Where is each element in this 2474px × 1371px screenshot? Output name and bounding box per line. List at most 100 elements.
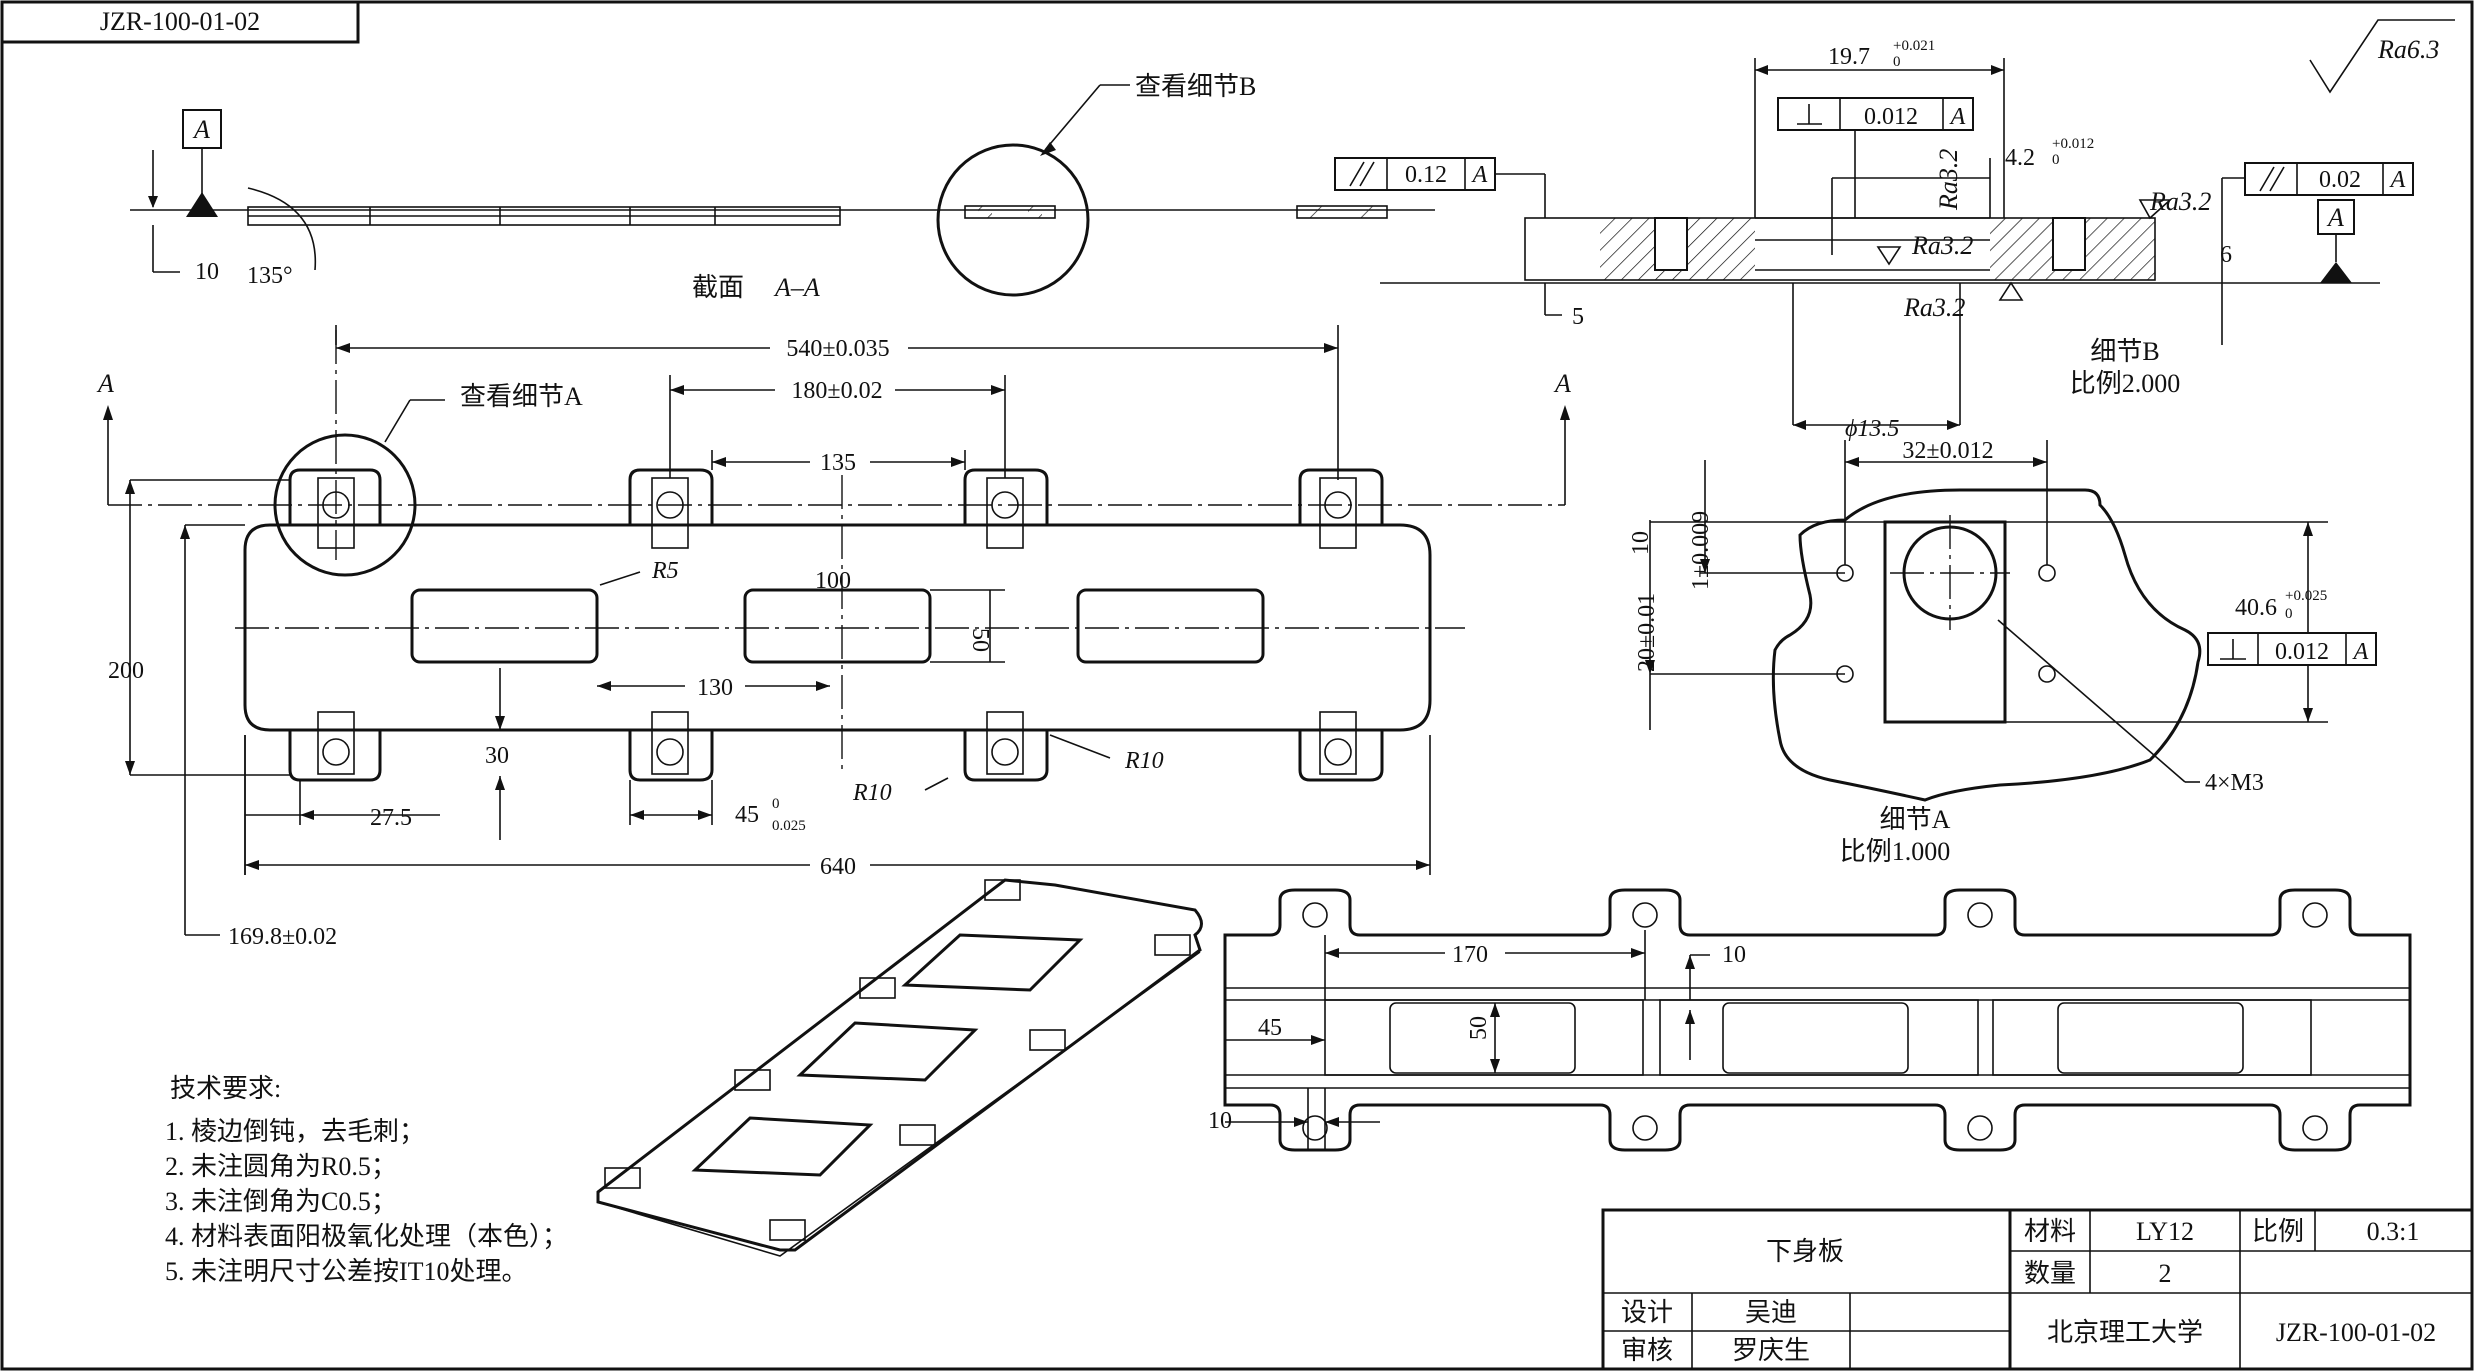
window-slot — [410, 588, 599, 664]
section-mark-right: A — [1553, 369, 1571, 398]
detail-a-outline — [1771, 488, 2202, 802]
detail-b-view: 19.7 +0.021 0 0.012 A 4.2 +0.012 0 0.12 … — [1334, 19, 2455, 442]
drawing-number-text: JZR-100-01-02 — [100, 7, 260, 36]
dim-holes: 4×M3 — [2205, 770, 2264, 796]
section-name: A–A — [773, 273, 820, 302]
dim-640: 640 — [820, 854, 856, 880]
note-2: 2. 未注圆角为R0.5； — [165, 1152, 397, 1181]
iso-outline — [596, 878, 1203, 1252]
dim-32: 32±0.012 — [1902, 438, 1993, 464]
review-label: 审核 — [1621, 1336, 1673, 1365]
svg-text:+0.012: +0.012 — [2052, 136, 2094, 152]
section-mark-left: A — [96, 369, 114, 398]
dim-a-10: 10 — [1628, 531, 1654, 555]
dim-100: 100 — [815, 568, 851, 594]
dim-200: 200 — [108, 658, 144, 684]
drawing-number-tag: JZR-100-01-02 — [2, 2, 360, 44]
roughness-4: Ra3.2 — [2149, 187, 2211, 216]
svg-text:0.025: 0.025 — [772, 818, 806, 834]
title-block: 下身板 材料 LY12 比例 0.3:1 数量 2 设计 吴迪 审核 罗庆生 北… — [1601, 1208, 2474, 1371]
material-value: LY12 — [2136, 1217, 2194, 1246]
design-label: 设计 — [1621, 1298, 1673, 1327]
scale-value: 0.3:1 — [2367, 1217, 2420, 1246]
note-1: 1. 棱边倒钝，去毛刺； — [165, 1117, 425, 1146]
isometric-view — [596, 878, 1203, 1257]
dim-r5: R5 — [651, 558, 679, 584]
scale-label: 比例 — [2252, 1217, 2304, 1246]
detail-a-scale: 比例1.000 — [1840, 837, 1951, 866]
note-3: 3. 未注倒角为C0.5； — [165, 1187, 397, 1216]
dim-27-5: 27.5 — [370, 805, 412, 831]
dim-detail-b-dia: ϕ13.5 — [1845, 416, 1899, 442]
svg-text:A: A — [2389, 167, 2406, 193]
svg-text:0.02: 0.02 — [2319, 167, 2361, 193]
dim-170: 170 — [1452, 942, 1488, 968]
dim-40-6: 40.6 — [2235, 595, 2277, 621]
roughness-general: Ra6.3 — [2377, 35, 2439, 64]
dim-b-45: 45 — [1258, 1015, 1282, 1041]
datum-triangle — [186, 192, 218, 217]
roughness-2: Ra3.2 — [1911, 231, 1973, 260]
notes-heading: 技术要求: — [170, 1074, 281, 1103]
svg-text:0: 0 — [772, 796, 780, 812]
designer-name: 吴迪 — [1745, 1298, 1797, 1327]
section-view: A 10 135° 查看细节B 截面 A–A — [130, 72, 1435, 302]
material-label: 材料 — [2024, 1217, 2076, 1246]
dim-30: 30 — [485, 743, 509, 769]
parallel-icon — [1349, 161, 1375, 187]
perpendicular-icon — [2220, 639, 2246, 660]
dim-130: 130 — [697, 675, 733, 701]
callout-detail-b: 查看细节B — [1135, 72, 1256, 101]
bottom-view: 170 10 45 50 10 — [1208, 888, 2412, 1152]
note-5: 5. 未注明尺寸公差按IT10处理。 — [165, 1257, 528, 1286]
dim-a-20: 20±0.01 — [1634, 593, 1660, 672]
dim-detail-b-offset: 5 — [1572, 304, 1584, 330]
datum-a-label: A — [192, 115, 210, 144]
dim-50: 50 — [967, 628, 993, 652]
detail-b-title: 细节B — [2090, 337, 2159, 366]
reviewer-name: 罗庆生 — [1732, 1336, 1810, 1365]
detail-a-title: 细节A — [1880, 805, 1951, 834]
detail-a-view: 32±0.012 10 1±0.009 20±0.01 40.6 +0.025 … — [1628, 438, 2377, 866]
roughness-3: Ra3.2 — [1903, 293, 1965, 322]
dim-169-8: 169.8±0.02 — [228, 924, 337, 950]
dim-10-bottom: 10 — [1208, 1108, 1232, 1134]
dim-detail-b-width: 19.7 — [1828, 44, 1870, 70]
detail-a-pocket — [1883, 520, 2007, 724]
section-label: 截面 — [692, 273, 744, 302]
dim-45: 45 — [735, 802, 759, 828]
callout-detail-a: 查看细节A — [460, 382, 583, 411]
dim-a-1: 1±0.009 — [1688, 511, 1714, 590]
technical-notes: 技术要求: 1. 棱边倒钝，去毛刺； 2. 未注圆角为R0.5； 3. 未注倒角… — [165, 1074, 568, 1286]
dim-135: 135 — [820, 450, 856, 476]
angle-arc — [247, 187, 317, 271]
svg-text:+0.021: +0.021 — [1893, 38, 1935, 54]
svg-text:A: A — [1471, 162, 1488, 188]
roughness-1: Ra3.2 — [1934, 149, 1963, 211]
window-slot — [1076, 588, 1265, 664]
svg-text:0.012: 0.012 — [1864, 104, 1918, 130]
svg-text:+0.025: +0.025 — [2285, 588, 2327, 604]
note-4: 4. 材料表面阳极氧化处理（本色）； — [165, 1222, 568, 1251]
dim-10-top: 10 — [1722, 942, 1746, 968]
part-name: 下身板 — [1766, 1237, 1844, 1266]
dim-b-50: 50 — [1466, 1016, 1492, 1040]
organization: 北京理工大学 — [2047, 1318, 2203, 1347]
roughness-general-icon — [2309, 19, 2455, 94]
bottom-outline — [1223, 888, 2412, 1152]
dim-thickness: 10 — [195, 259, 219, 285]
title-drawing-number: JZR-100-01-02 — [2276, 1318, 2436, 1347]
dim-detail-b-height: 6 — [2220, 242, 2232, 268]
detail-a-circle — [273, 433, 417, 577]
detail-b-circle — [936, 143, 1090, 297]
svg-text:A: A — [1949, 104, 1966, 130]
svg-text:0: 0 — [2285, 606, 2293, 622]
svg-text:0.012: 0.012 — [2275, 639, 2329, 665]
perpendicular-icon — [1797, 104, 1822, 125]
dim-180: 180±0.02 — [791, 378, 882, 404]
svg-text:0: 0 — [1893, 54, 1901, 70]
plate-outline — [243, 523, 1432, 732]
window-slot — [743, 588, 932, 664]
